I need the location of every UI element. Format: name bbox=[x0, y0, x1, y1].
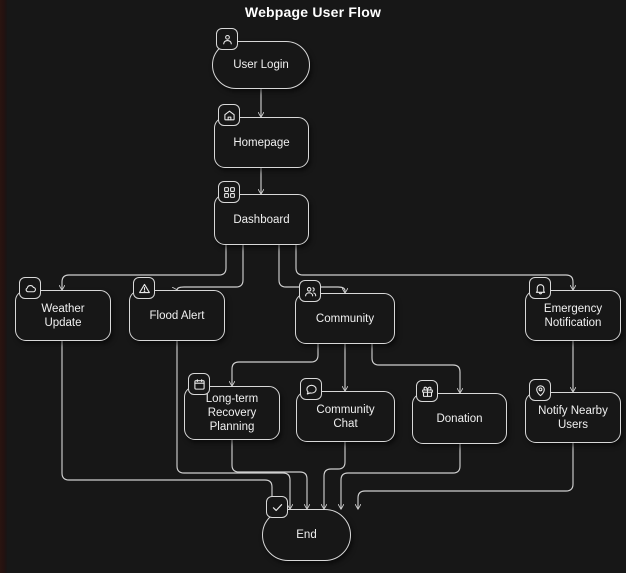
warning-icon bbox=[133, 277, 155, 299]
node-label: Emergency Notification bbox=[543, 302, 603, 329]
edge-community-recovery bbox=[232, 343, 319, 386]
node-label: Dashboard bbox=[233, 213, 290, 226]
node-label: Donation bbox=[436, 412, 483, 425]
node-label: Flood Alert bbox=[149, 309, 205, 322]
map-pin-icon bbox=[529, 379, 551, 401]
gift-icon bbox=[416, 380, 438, 402]
edge-flood-end bbox=[176, 340, 290, 509]
node-homepage[interactable]: Homepage bbox=[214, 117, 309, 168]
node-community[interactable]: Community bbox=[295, 293, 395, 344]
node-dashboard[interactable]: Dashboard bbox=[214, 194, 309, 245]
node-label: Notify Nearby Users bbox=[538, 404, 608, 431]
home-icon bbox=[218, 104, 240, 126]
edge-dashboard-flood bbox=[177, 244, 244, 290]
node-label: Community Chat bbox=[316, 403, 375, 430]
cloud-icon bbox=[19, 277, 41, 299]
users-icon bbox=[299, 280, 321, 302]
node-label: Community bbox=[315, 312, 375, 325]
node-label: Long-term Recovery Planning bbox=[205, 393, 259, 433]
bell-icon bbox=[529, 277, 551, 299]
calendar-icon bbox=[188, 373, 210, 395]
grid-icon bbox=[218, 181, 240, 203]
edge-recovery-end bbox=[231, 439, 307, 509]
node-label: Homepage bbox=[233, 136, 290, 149]
page-title: Webpage User Flow bbox=[244, 4, 382, 20]
edge-dashboard-emergency bbox=[295, 244, 573, 290]
user-icon bbox=[216, 28, 238, 50]
edge-chat-end bbox=[324, 441, 346, 509]
node-label: End bbox=[296, 529, 317, 541]
edge-dashboard-weather bbox=[62, 244, 227, 290]
node-label: User Login bbox=[233, 59, 289, 71]
chat-icon bbox=[300, 378, 322, 400]
edge-donation-end bbox=[341, 443, 461, 509]
edge-community-donation bbox=[371, 343, 460, 393]
edge-weather-end bbox=[61, 340, 272, 509]
check-icon bbox=[266, 496, 288, 518]
left-edge-strip bbox=[0, 0, 7, 573]
edge-notify-end bbox=[358, 442, 574, 509]
node-community-chat[interactable]: Community Chat bbox=[296, 391, 395, 442]
node-long-term-recovery-planning[interactable]: Long-term Recovery Planning bbox=[184, 386, 280, 440]
node-label: Weather Update bbox=[41, 302, 85, 329]
